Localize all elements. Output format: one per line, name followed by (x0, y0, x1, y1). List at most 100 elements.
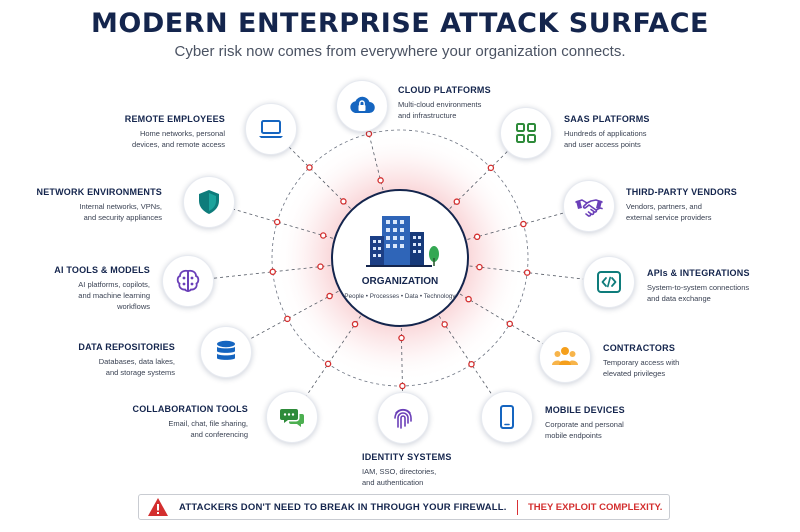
identity-systems-node-inner-marker (398, 334, 405, 342)
code-icon (597, 271, 621, 293)
mobile-devices-node (481, 391, 533, 443)
apis-integrations-node-connector (469, 265, 584, 280)
warning-icon (148, 498, 168, 516)
third-party-vendors-node-ring-marker (520, 220, 527, 228)
ai-tools-node (162, 255, 214, 307)
contractors-node-inner-marker (465, 295, 472, 303)
database-icon (217, 340, 235, 360)
apis-integrations-title: APIs & INTEGRATIONS (647, 268, 750, 278)
cloud-platforms-node-ring-marker (365, 130, 373, 138)
banner-accent: THEY EXPLOIT COMPLEXITY. (528, 502, 663, 513)
contractors-node-ring-marker (506, 320, 514, 328)
laptop-icon (259, 120, 283, 138)
third-party-vendors-node-connector (467, 212, 565, 240)
apis-integrations-node-inner-marker (476, 263, 483, 271)
fingerprint-icon (394, 408, 412, 429)
remote-employees-node-inner-marker (340, 198, 347, 205)
organization-circle (331, 189, 469, 327)
tree-icon (429, 246, 439, 266)
ai-tools-node-connector (213, 265, 331, 279)
contractors-node (539, 331, 591, 383)
ai-tools-node-ring-marker (269, 268, 276, 276)
saas-platforms-title: SAAS PLATFORMS (564, 114, 650, 124)
identity-systems-node-ring-marker (399, 382, 406, 390)
ai-tools-node-inner-marker (317, 263, 324, 270)
organization-title: ORGANIZATION (361, 276, 439, 287)
identity-systems-node-connector (400, 327, 403, 393)
cloud-platforms-node (336, 80, 388, 132)
banner-divider (517, 500, 518, 515)
cloud-platforms-node-connector (367, 131, 384, 191)
collaboration-tools-node-connector (306, 315, 361, 396)
ai-tools-label: AI TOOLS & MODELS AI platforms, copilots… (0, 264, 150, 312)
chat-icon (280, 409, 304, 427)
collaboration-tools-desc: Email, chat, file sharing, and conferenc… (168, 419, 248, 439)
remote-employees-node-connector (289, 147, 351, 209)
third-party-vendors-title: THIRD-PARTY VENDORS (626, 187, 737, 197)
collaboration-tools-node-ring-marker (324, 360, 332, 368)
saas-platforms-label: SAAS PLATFORMS Hundreds of applications … (564, 113, 744, 150)
contractors-desc: Temporary access with elevated privilege… (603, 358, 680, 378)
apis-integrations-node (583, 256, 635, 308)
mobile-devices-node-connector (438, 315, 493, 396)
data-repositories-node-inner-marker (326, 292, 333, 300)
cloud-platforms-node-inner-marker (377, 177, 384, 184)
data-repositories-title: DATA REPOSITORIES (78, 342, 175, 352)
network-environments-node-ring-marker (273, 218, 281, 226)
brain-icon (176, 269, 200, 292)
handshake-icon (575, 199, 603, 217)
collaboration-tools-title: COLLABORATION TOOLS (132, 404, 248, 414)
ai-tools-desc: AI platforms, copilots, and machine lear… (78, 280, 150, 311)
smartphone-icon (500, 405, 514, 429)
saas-platforms-node-ring-marker (487, 164, 495, 172)
identity-systems-node (377, 392, 429, 444)
spoke-lines (213, 131, 584, 396)
data-repositories-node-ring-marker (284, 315, 291, 323)
third-party-vendors-node (563, 180, 615, 232)
building-icon (366, 216, 432, 267)
mobile-devices-node-inner-marker (441, 321, 448, 328)
remote-employees-node (245, 103, 297, 155)
remote-employees-label: REMOTE EMPLOYEES Home networks, personal… (45, 113, 225, 150)
third-party-vendors-label: THIRD-PARTY VENDORS Vendors, partners, a… (626, 186, 800, 223)
cloud-platforms-label: CLOUD PLATFORMS Multi-cloud environments… (398, 84, 578, 121)
identity-systems-label: IDENTITY SYSTEMS IAM, SSO, directories, … (362, 451, 542, 488)
remote-employees-title: REMOTE EMPLOYEES (124, 114, 225, 124)
identity-systems-title: IDENTITY SYSTEMS (362, 452, 452, 462)
identity-systems-desc: IAM, SSO, directories, and authenticatio… (362, 467, 437, 487)
mobile-devices-label: MOBILE DEVICES Corporate and personal mo… (545, 404, 725, 441)
network-environments-label: NETWORK ENVIRONMENTS Internal networks, … (0, 186, 163, 223)
third-party-vendors-desc: Vendors, partners, and external service … (626, 202, 712, 222)
remote-employees-node-ring-marker (306, 164, 313, 171)
cloud-lock-icon (350, 96, 375, 114)
apis-integrations-desc: System-to-system connections and data ex… (647, 283, 750, 303)
data-repositories-desc: Databases, data lakes, and storage syste… (98, 357, 175, 377)
network-environments-node-inner-marker (319, 232, 327, 239)
data-repositories-label: DATA REPOSITORIES Databases, data lakes,… (0, 341, 175, 378)
shield-icon (199, 190, 219, 214)
mobile-devices-title: MOBILE DEVICES (545, 405, 625, 415)
apps-grid-icon (516, 123, 536, 143)
collaboration-tools-label: COLLABORATION TOOLS Email, chat, file sh… (68, 403, 248, 440)
contractors-node-connector (459, 293, 543, 344)
data-repositories-node-connector (248, 290, 339, 340)
organization-subtitle: People • Processes • Data • Technology (344, 293, 456, 300)
contractors-label: CONTRACTORS Temporary access with elevat… (603, 342, 783, 379)
network-environments-node-connector (233, 208, 333, 239)
page-title: MODERN ENTERPRISE ATTACK SURFACE (91, 8, 709, 39)
saas-platforms-node-inner-marker (453, 198, 461, 205)
saas-platforms-desc: Hundreds of applications and user access… (564, 129, 647, 149)
saas-platforms-node (500, 107, 552, 159)
contractors-title: CONTRACTORS (603, 343, 676, 353)
network-environments-node (183, 176, 235, 228)
data-repositories-node (200, 326, 252, 378)
apis-integrations-node-ring-marker (523, 269, 531, 276)
banner-message: ATTACKERS DON'T NEED TO BREAK IN THROUGH… (179, 502, 507, 513)
page-subtitle: Cyber risk now comes from everywhere you… (174, 43, 626, 60)
network-environments-desc: Internal networks, VPNs, and security ap… (79, 202, 162, 222)
third-party-vendors-node-inner-marker (473, 233, 481, 241)
network-environments-title: NETWORK ENVIRONMENTS (36, 187, 162, 197)
collaboration-tools-node (266, 391, 318, 443)
cloud-platforms-title: CLOUD PLATFORMS (398, 85, 491, 95)
